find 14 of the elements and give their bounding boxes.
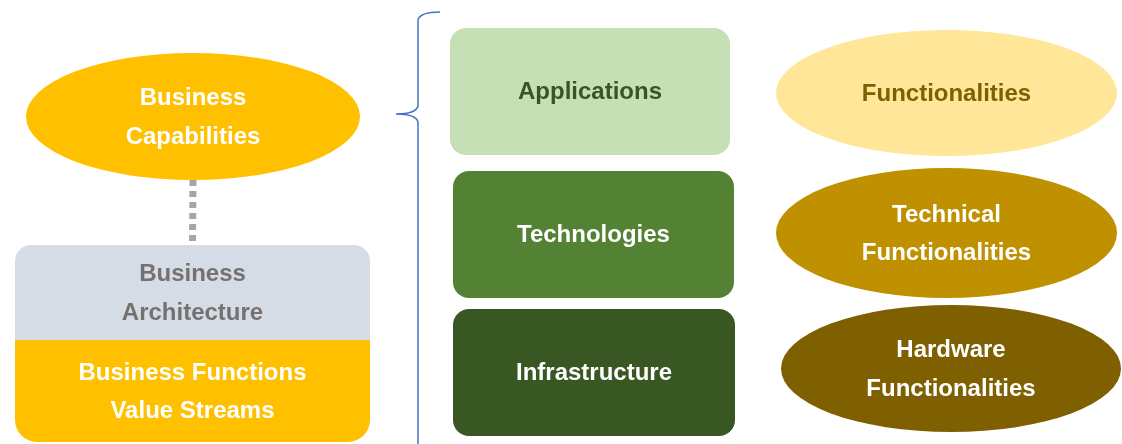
node-label: Applications <box>518 76 662 107</box>
node-label: Technical Functionalities <box>860 198 1033 267</box>
layer-box <box>450 28 730 155</box>
node-label: Business Capabilities <box>124 82 262 151</box>
node-label: Technologies <box>517 219 670 250</box>
layer-box <box>453 309 735 436</box>
node-label: Hardware Functionalities <box>865 334 1037 403</box>
node-label: Business Architecture <box>120 258 265 327</box>
node-label: Infrastructure <box>515 357 672 388</box>
node-label: Business Functions Value Streams <box>77 356 308 425</box>
layer-box <box>453 171 734 298</box>
architecture-box <box>15 245 370 340</box>
node-label: Functionalities <box>861 77 1032 108</box>
functions-box <box>15 340 370 442</box>
